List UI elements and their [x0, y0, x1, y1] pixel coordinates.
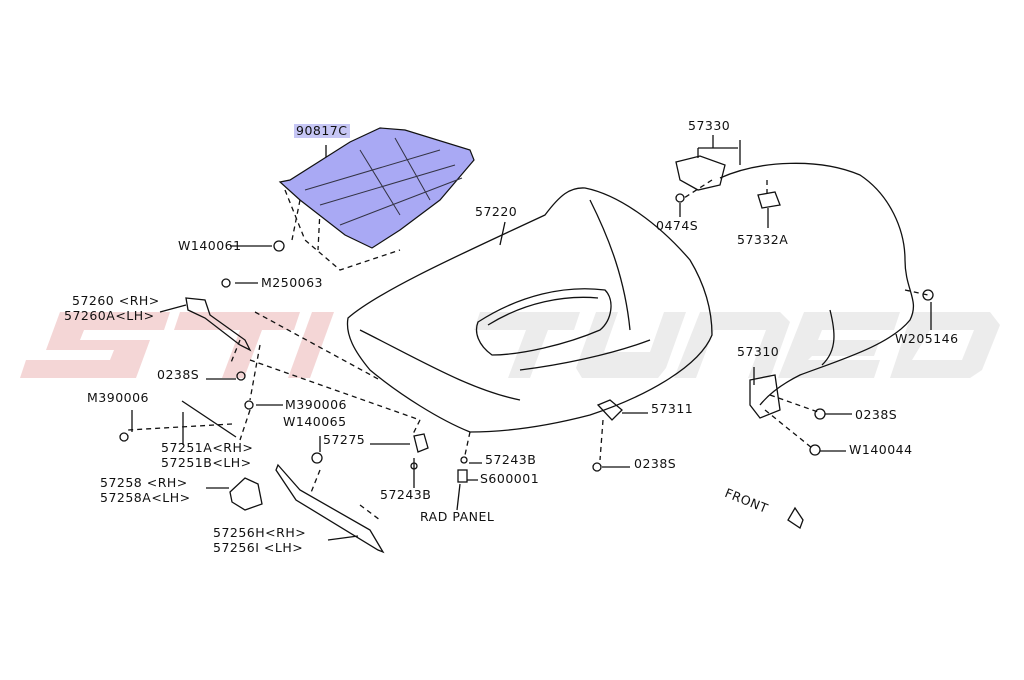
label-s600001[interactable]: S600001	[480, 471, 540, 486]
release-handle	[675, 155, 726, 191]
release-cable	[719, 162, 915, 406]
label-w140065[interactable]: W140065	[283, 414, 347, 429]
holder	[229, 477, 263, 511]
label-57260-rh[interactable]: 57260 <RH>	[72, 293, 160, 308]
label-57243b-right[interactable]: 57243B	[485, 452, 537, 467]
label-0238s-striker[interactable]: 0238S	[634, 456, 677, 471]
label-rad-panel: RAD PANEL	[420, 509, 495, 524]
label-57258a-lh[interactable]: 57258A<LH>	[100, 490, 191, 505]
label-57243b-left[interactable]: 57243B	[380, 487, 432, 502]
label-57251a-rh[interactable]: 57251A<RH>	[161, 440, 254, 455]
label-m390006-mid[interactable]: M390006	[285, 397, 348, 412]
label-57256i-lh[interactable]: 57256I <LH>	[213, 540, 304, 555]
watermark-tuned	[474, 312, 1000, 378]
label-57330[interactable]: 57330	[688, 118, 731, 133]
label-57332a[interactable]: 57332A	[737, 232, 789, 247]
label-90817c[interactable]: 90817C	[294, 123, 350, 138]
front-arrow-icon	[787, 506, 804, 529]
label-57251b-lh[interactable]: 57251B<LH>	[161, 455, 252, 470]
label-0238s-right[interactable]: 0238S	[855, 407, 898, 422]
label-w205146[interactable]: W205146	[895, 331, 959, 346]
label-57310[interactable]: 57310	[737, 344, 780, 359]
hood-scoop	[475, 288, 612, 356]
latch	[749, 374, 781, 419]
hood-seal	[275, 463, 385, 554]
hinge	[185, 297, 252, 352]
label-m390006-left[interactable]: M390006	[87, 390, 150, 405]
label-w140061[interactable]: W140061	[178, 238, 242, 253]
label-57220[interactable]: 57220	[475, 204, 518, 219]
label-57256h-rh[interactable]: 57256H<RH>	[213, 525, 307, 540]
hood-outline	[346, 187, 713, 433]
striker	[596, 399, 623, 421]
label-57311[interactable]: 57311	[651, 401, 694, 416]
label-0474s[interactable]: 0474S	[656, 218, 699, 233]
watermark-sti	[20, 312, 334, 378]
label-w140044[interactable]: W140044	[849, 442, 913, 457]
label-57258-rh[interactable]: 57258 <RH>	[100, 475, 188, 490]
label-57260a-lh[interactable]: 57260A<LH>	[64, 308, 155, 323]
hood-stay	[181, 400, 237, 438]
label-0238s-left[interactable]: 0238S	[157, 367, 200, 382]
label-m250063[interactable]: M250063	[261, 275, 324, 290]
label-57275[interactable]: 57275	[323, 432, 366, 447]
